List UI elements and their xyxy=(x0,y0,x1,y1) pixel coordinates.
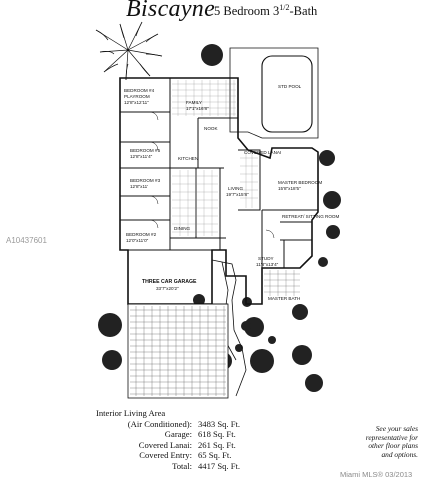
area-summary: Interior Living Area (Air Conditioned):3… xyxy=(96,408,258,471)
room-label-bedroom2: BEDROOM #2 xyxy=(126,232,157,237)
room-label-garage: THREE CAR GARAGE xyxy=(142,279,197,285)
model-name: Biscayne xyxy=(126,0,216,22)
specs-fraction: 1/2 xyxy=(279,3,290,12)
area-row: Covered Entry:65 Sq. Ft. xyxy=(139,450,232,460)
sales-note: See your sales representative for other … xyxy=(365,424,418,459)
room-dims-living: 19'7"x15'8" xyxy=(226,192,249,197)
palm-tree-icon xyxy=(95,21,163,81)
area-row: Garage:618 Sq. Ft. xyxy=(164,429,236,439)
room-label-nook: NOOK xyxy=(204,126,218,131)
area-header: Interior Living Area xyxy=(96,408,166,418)
area-row: Covered Lanai:261 Sq. Ft. xyxy=(138,439,236,450)
room-label-bedroom4: BEDROOM #4 xyxy=(124,88,155,93)
room-dims-bedroom2: 12'0"x11'0" xyxy=(126,238,149,243)
room-label-master-bath: MASTER BATH xyxy=(268,296,300,301)
room-dims-bedroom3: 12'8"x11' xyxy=(130,184,148,189)
door-swings xyxy=(149,111,275,239)
driveway-pavers xyxy=(127,303,229,399)
room-label-playroom: PLAYROOM xyxy=(124,94,150,99)
master-bath-tiles xyxy=(264,270,300,296)
room-label-master: MASTER BEDROOM xyxy=(278,180,322,185)
room-label-kitchen: KITCHEN xyxy=(178,156,198,161)
room-label-living: LIVING xyxy=(228,186,243,191)
pool-deck xyxy=(229,47,319,139)
room-label-family: FAMILY xyxy=(186,100,202,105)
room-dims-master: 15'8"x18'5" xyxy=(278,186,301,191)
tile-pattern xyxy=(172,80,258,236)
room-label-study: STUDY xyxy=(258,256,274,261)
model-specs: 5 Bedroom 31/2-Bath xyxy=(214,3,317,19)
listing-id-watermark: A10437601 xyxy=(6,236,47,245)
room-dims-bedroom5: 12'8"x11'4" xyxy=(130,154,153,159)
mls-credit-watermark: Miami MLS® 03/2013 xyxy=(340,470,413,479)
specs-suffix: -Bath xyxy=(289,4,318,19)
room-label-retreat: RETREAT/ SITTING ROOM xyxy=(282,214,340,219)
room-label-dining: DINING xyxy=(174,226,191,231)
room-label-bedroom3: BEDROOM #3 xyxy=(130,178,161,183)
room-dims-bedroom4: 12'8"x12'11" xyxy=(124,100,149,105)
room-label-bedroom5: BEDROOM #5 xyxy=(130,148,161,153)
room-dims-garage: 33'7"x20'2" xyxy=(156,286,179,291)
room-dims-study: 11'8"x13'4" xyxy=(256,262,279,267)
interior-walls xyxy=(120,78,318,268)
area-row: Total:4417 Sq. Ft. xyxy=(172,460,241,471)
specs-text: 5 Bedroom 3 xyxy=(214,4,280,19)
pool-label: STD POOL xyxy=(278,84,302,89)
room-dims-family: 17'1"x16'8" xyxy=(186,106,209,111)
area-row: (Air Conditioned):3483 Sq. Ft. xyxy=(127,418,241,429)
room-label-lanai: COVERED LANAI xyxy=(244,150,281,155)
